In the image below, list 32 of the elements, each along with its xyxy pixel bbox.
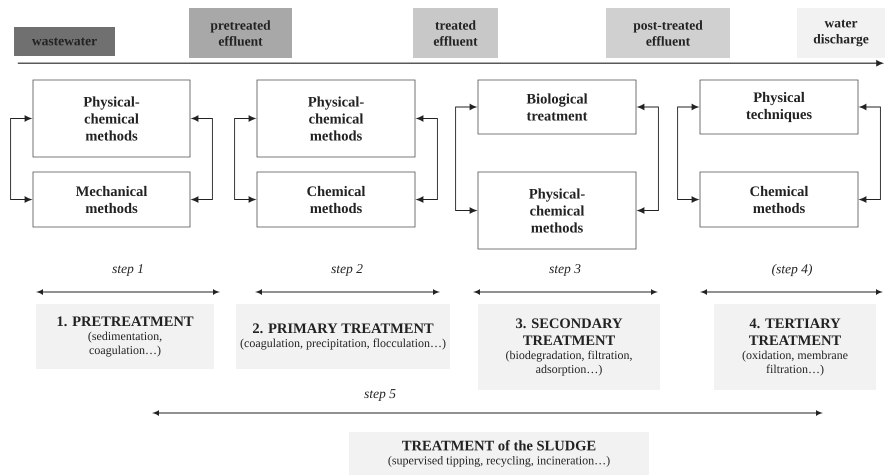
method-box: Physical techniques <box>700 80 858 134</box>
step-label: step 2 <box>331 264 363 276</box>
connector-arrow <box>10 115 32 203</box>
connector-arrow <box>192 115 213 203</box>
stage-label: water discharge <box>797 8 885 58</box>
connector-arrow <box>416 115 438 203</box>
connector-arrow <box>677 104 698 203</box>
step-label: step 3 <box>549 264 580 276</box>
method-box: Physical-chemical methods <box>256 80 416 158</box>
stage-label: wastewater <box>14 27 115 56</box>
step-label: step 1 <box>112 264 142 276</box>
step-box: 1. PRETREATMENT (sedimentation, coagulation…) <box>36 304 214 369</box>
method-box: Chemical methods <box>256 172 416 228</box>
connector-arrow <box>638 104 659 214</box>
stage-label: treated effluent <box>413 8 498 58</box>
stage-label: post-treated effluent <box>606 8 730 58</box>
step-box: TREATMENT of the SLUDGE (supervised tipping, recycling, incineration…) <box>349 432 649 475</box>
method-box: Mechanical methods <box>32 172 190 228</box>
connector-arrow <box>455 104 476 214</box>
step-label: (step 4) <box>772 264 812 276</box>
connector-arrow <box>234 115 256 203</box>
step-label: step 5 <box>364 389 396 401</box>
step-box: 3. SECONDARY TREATMENT (biodegradation, filtration, adsorption…) <box>478 304 660 390</box>
connector-arrow <box>860 104 881 203</box>
flow-arrow <box>18 60 883 66</box>
stage-label: pretreated effluent <box>189 8 292 58</box>
step-box: 4. TERTIARY TREATMENT (oxidation, membrane filtration…) <box>714 304 876 390</box>
method-box: Biological treatment <box>478 80 636 134</box>
method-box: Physical-chemical methods <box>32 80 190 158</box>
method-box: Physical-chemical methods <box>478 172 636 250</box>
method-box: Chemical methods <box>700 172 858 228</box>
step-box: 2. PRIMARY TREATMENT (coagulation, precipitation, flocculation…) <box>236 304 450 369</box>
